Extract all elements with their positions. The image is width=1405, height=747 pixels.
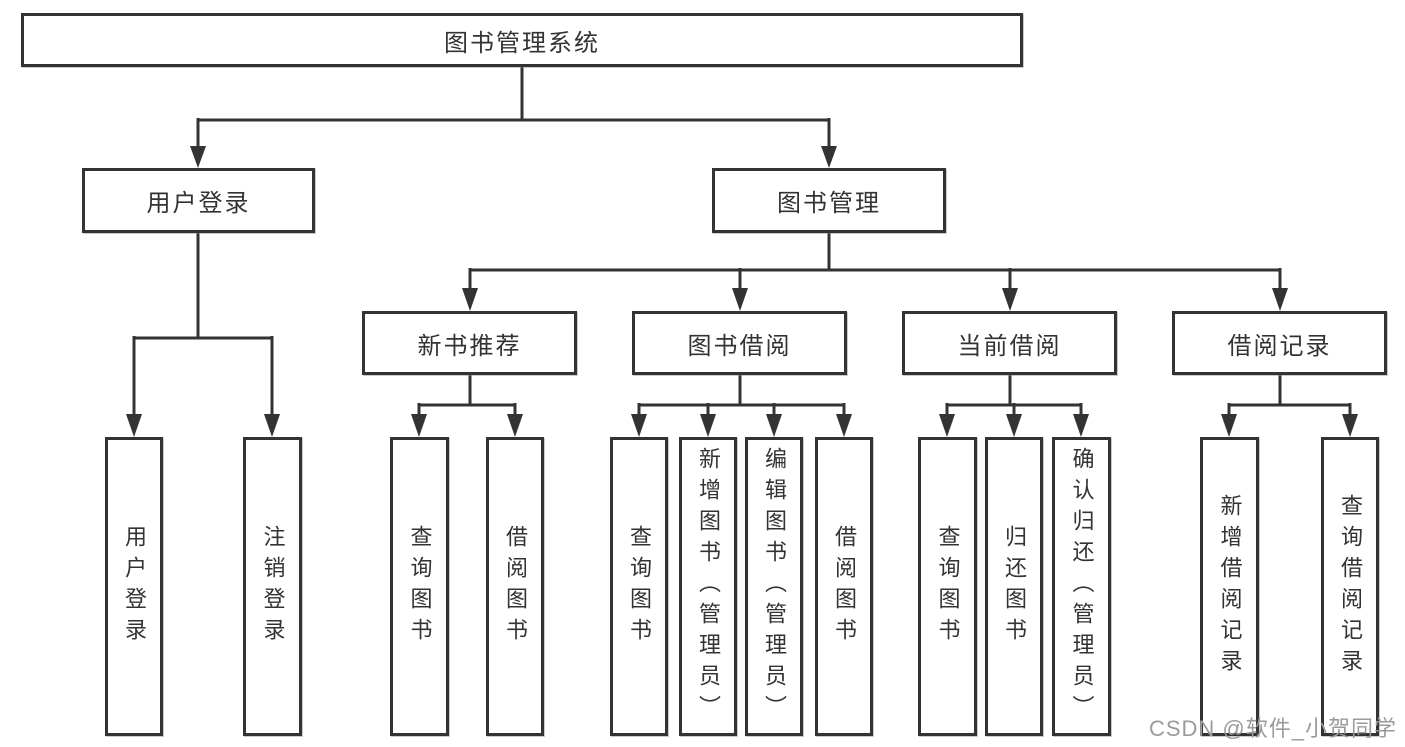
leaf-logout-label: 注销登录: [260, 524, 286, 649]
node-user-login: 用户登录: [82, 168, 315, 233]
leaf-query-books-borrow: 查询图书: [610, 437, 668, 736]
node-book-borrowing: 图书借阅: [632, 311, 847, 375]
node-current-borrowing: 当前借阅: [902, 311, 1117, 375]
leaf-return-books: 归还图书: [985, 437, 1043, 736]
leaf-return-books-label: 归还图书: [1002, 524, 1027, 649]
node-new-book-recommendation: 新书推荐: [362, 311, 577, 375]
leaf-borrow-books-borrow-label: 借阅图书: [832, 524, 857, 649]
node-borrowing-records-label: 借阅记录: [1227, 332, 1332, 360]
leaf-user-login-label: 用户登录: [122, 524, 147, 649]
node-library-management-system: 图书管理系统: [21, 13, 1023, 67]
leaf-borrow-books-recommend: 借阅图书: [486, 437, 544, 736]
node-user-login-label: 用户登录: [146, 190, 251, 217]
leaf-confirm-return-admin-label: 确认归还（管理员）: [1069, 447, 1095, 726]
leaf-confirm-return-admin: 确认归还（管理员）: [1052, 437, 1111, 736]
leaf-query-books-recommend: 查询图书: [390, 437, 449, 736]
node-book-borrowing-label: 图书借阅: [687, 332, 792, 360]
leaf-borrow-books-borrow: 借阅图书: [815, 437, 873, 736]
leaf-user-login: 用户登录: [105, 437, 163, 736]
leaf-query-books-current-label: 查询图书: [935, 524, 961, 649]
csdn-watermark: CSDN @软件_小贺同学: [1148, 716, 1397, 741]
leaf-query-borrow-record: 查询借阅记录: [1321, 437, 1379, 736]
leaf-query-books-recommend-label: 查询图书: [407, 524, 433, 649]
leaf-edit-books-admin-label: 编辑图书（管理员）: [762, 447, 787, 726]
leaf-edit-books-admin: 编辑图书（管理员）: [745, 437, 803, 736]
leaf-query-books-current: 查询图书: [918, 437, 977, 736]
node-book-management-label: 图书管理: [777, 190, 881, 217]
leaf-add-books-admin: 新增图书（管理员）: [679, 437, 737, 736]
node-book-management: 图书管理: [712, 168, 946, 233]
node-library-management-system-label: 图书管理系统: [444, 29, 600, 57]
node-new-book-recommendation-label: 新书推荐: [417, 332, 522, 360]
node-borrowing-records: 借阅记录: [1172, 311, 1387, 375]
leaf-logout: 注销登录: [243, 437, 302, 736]
leaf-borrow-books-recommend-label: 借阅图书: [503, 524, 528, 649]
node-current-borrowing-label: 当前借阅: [957, 332, 1062, 360]
leaf-add-books-admin-label: 新增图书（管理员）: [696, 447, 721, 726]
leaf-add-borrow-record: 新增借阅记录: [1200, 437, 1259, 736]
leaf-query-books-borrow-label: 查询图书: [627, 524, 652, 649]
leaf-query-borrow-record-label: 查询借阅记录: [1338, 493, 1363, 680]
leaf-add-borrow-record-label: 新增借阅记录: [1217, 493, 1243, 680]
